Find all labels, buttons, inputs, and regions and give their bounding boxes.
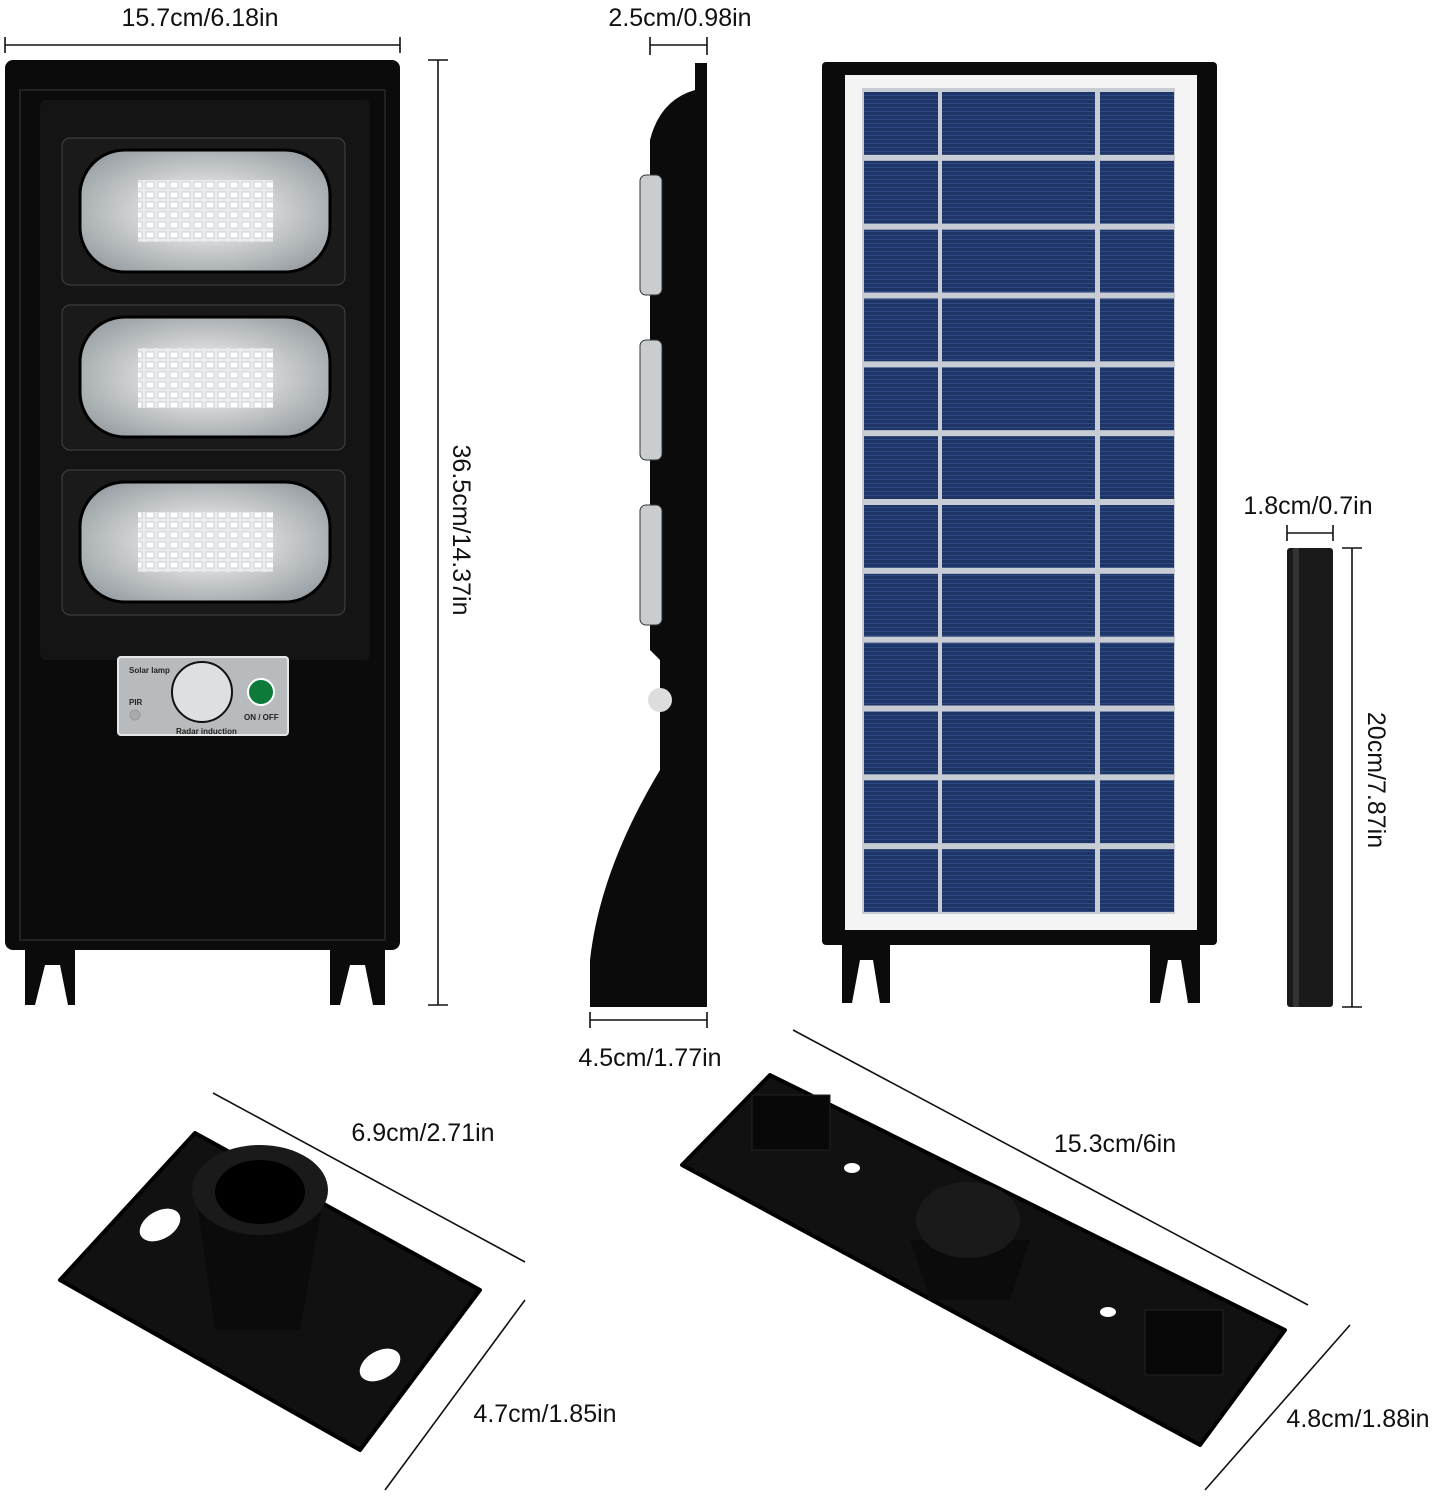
solar-cell	[942, 436, 1095, 499]
side-bottom-label: 4.5cm/1.77in	[578, 1044, 721, 1072]
lamp-side-view	[590, 63, 707, 1007]
solar-cell	[942, 711, 1095, 775]
solar-cell	[1100, 642, 1174, 706]
solar-cell	[1100, 436, 1174, 499]
solar-cell	[864, 229, 938, 293]
pole-diameter-dimension: 1.8cm/0.7in	[1243, 492, 1373, 541]
large-bracket-length-label: 15.3cm/6in	[1054, 1130, 1176, 1158]
large-bracket-length-dimension: 15.3cm/6in	[792, 1029, 1309, 1306]
motion-sensor-icon	[171, 661, 233, 723]
small-bracket-length-dimension: 6.9cm/2.71in	[212, 1092, 526, 1263]
power-switch	[247, 678, 275, 706]
solar-cell	[864, 160, 938, 224]
sensor-label: Radar induction	[176, 727, 237, 736]
solar-panel	[822, 62, 1217, 1003]
solar-cell	[1100, 573, 1174, 637]
solar-cell	[864, 367, 938, 431]
pir-label: PIR	[129, 698, 143, 707]
small-bracket	[58, 1131, 482, 1452]
lamp-front-view: Solar lamp PIR ON / OFF Radar induction	[5, 60, 400, 1005]
lamp-height-label: 36.5cm/14.37in	[447, 445, 475, 616]
led-module	[61, 137, 346, 286]
solar-cell	[1100, 367, 1174, 431]
solar-cell	[864, 642, 938, 706]
large-bracket	[680, 1073, 1287, 1447]
side-top-dimension: 2.5cm/0.98in	[608, 4, 752, 55]
lamp-height-dimension: 36.5cm/14.37in	[428, 59, 475, 1006]
pole-length-label: 20cm/7.87in	[1362, 712, 1390, 848]
solar-cell	[864, 573, 938, 637]
solar-cell	[942, 849, 1095, 912]
solar-cell	[864, 436, 938, 499]
solar-cell	[942, 642, 1095, 706]
solar-cell	[1100, 505, 1174, 568]
lamp-width-label: 15.7cm/6.18in	[121, 4, 278, 32]
solar-cell	[942, 573, 1095, 637]
solar-cell	[864, 298, 938, 362]
solar-cell	[942, 298, 1095, 362]
solar-cell	[1100, 92, 1174, 155]
pole-length-dimension: 20cm/7.87in	[1342, 547, 1390, 1008]
control-panel-title: Solar lamp	[129, 666, 170, 675]
control-panel: Solar lamp PIR ON / OFF Radar induction	[117, 656, 289, 736]
solar-cell	[942, 505, 1095, 568]
solar-cell	[1100, 711, 1174, 775]
small-bracket-length-label: 6.9cm/2.71in	[351, 1119, 494, 1147]
small-bracket-width-label: 4.7cm/1.85in	[473, 1400, 616, 1428]
switch-label: ON / OFF	[244, 713, 279, 722]
side-top-label: 2.5cm/0.98in	[608, 4, 751, 32]
solar-cell	[864, 780, 938, 844]
solar-cell	[864, 711, 938, 775]
solar-cell	[942, 92, 1095, 155]
solar-cell	[942, 160, 1095, 224]
led-module	[61, 304, 346, 451]
small-bracket-width-dimension: 4.7cm/1.85in	[384, 1299, 617, 1491]
solar-cell	[942, 780, 1095, 844]
solar-cell	[942, 229, 1095, 293]
solar-cell	[864, 505, 938, 568]
solar-cell	[1100, 160, 1174, 224]
side-bottom-dimension: 4.5cm/1.77in	[578, 1012, 722, 1072]
mounting-pole	[1287, 548, 1333, 1007]
pole-diameter-label: 1.8cm/0.7in	[1243, 492, 1372, 520]
led-module	[61, 469, 346, 616]
solar-cell	[1100, 229, 1174, 293]
solar-cell	[1100, 298, 1174, 362]
large-bracket-width-label: 4.8cm/1.88in	[1286, 1405, 1429, 1433]
large-bracket-width-dimension: 4.8cm/1.88in	[1204, 1324, 1430, 1491]
solar-cell	[864, 92, 938, 155]
solar-cell	[1100, 849, 1174, 912]
solar-cell	[864, 849, 938, 912]
solar-cell	[942, 367, 1095, 431]
solar-cell	[1100, 780, 1174, 844]
lamp-width-dimension: 15.7cm/6.18in	[4, 4, 401, 53]
